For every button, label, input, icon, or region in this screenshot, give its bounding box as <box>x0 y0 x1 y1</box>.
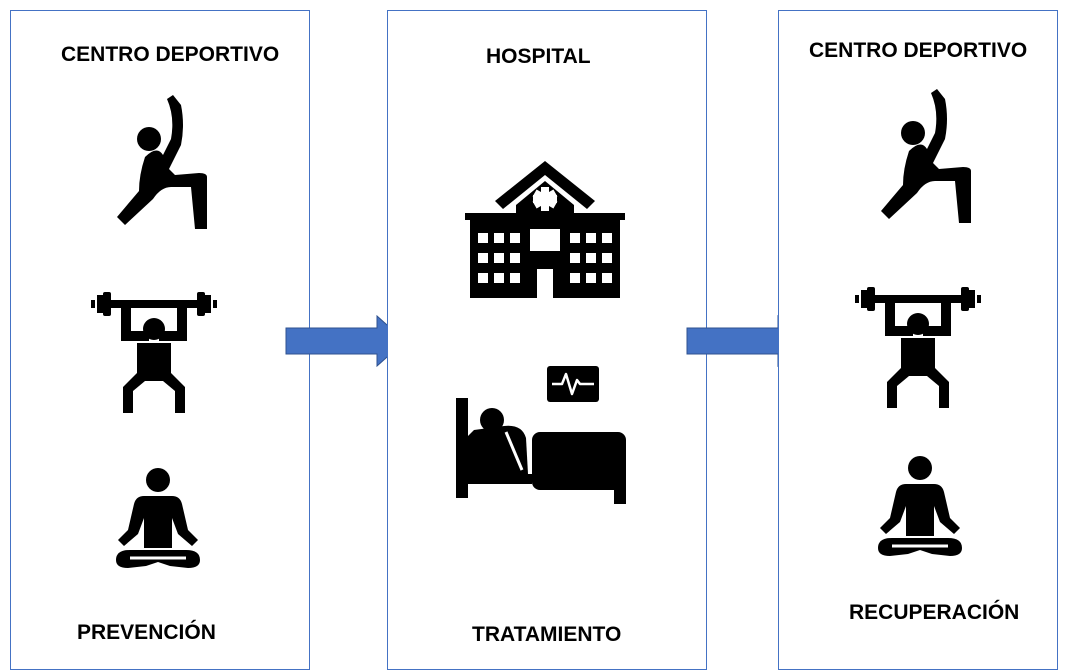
meditation-icon <box>878 456 962 556</box>
meditation-icon <box>116 468 200 568</box>
panel-treatment: HOSPITAL TRATAMIEN <box>387 10 707 670</box>
panel-prevention: CENTRO DEPORTIVO PREVENCIÓN <box>10 10 310 670</box>
patient-bed-monitor-icon <box>456 366 626 504</box>
panel-title: HOSPITAL <box>486 45 591 68</box>
weightlifting-icon <box>855 287 981 408</box>
hospital-building-icon <box>465 161 625 298</box>
weightlifting-icon <box>91 292 217 413</box>
stage-label: RECUPERACIÓN <box>849 601 1020 624</box>
panel-title: CENTRO DEPORTIVO <box>61 43 280 66</box>
lunge-stretch-icon <box>117 95 207 229</box>
stage-label: PREVENCIÓN <box>77 621 216 644</box>
panel-title: CENTRO DEPORTIVO <box>809 39 1028 62</box>
panel-recovery: CENTRO DEPORTIVO RECUPERACIÓN <box>778 10 1058 670</box>
lunge-stretch-icon <box>881 89 971 223</box>
stage-label: TRATAMIENTO <box>472 623 622 646</box>
